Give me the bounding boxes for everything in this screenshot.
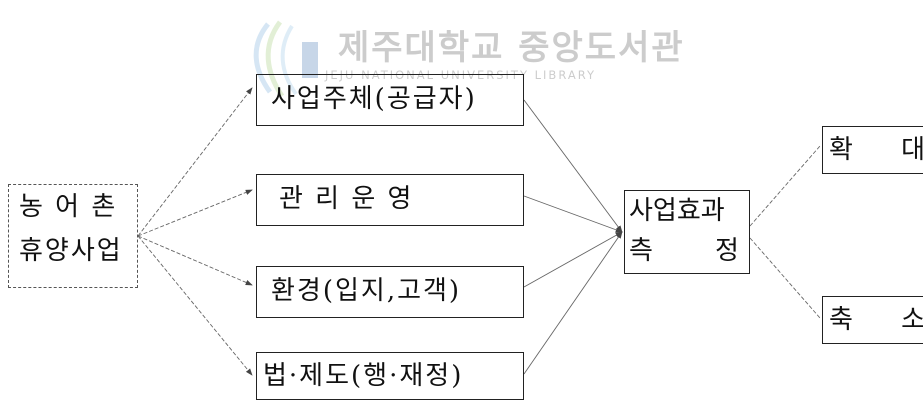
link-measure-expand [749,145,821,227]
outcome-node-expand: 확 대 [822,126,923,174]
factor-label-environment: 환경(입지,고객) [271,276,462,306]
outcome-label-shrink: 축 소 [829,305,923,335]
measure-node-business-effect: 사업효과 측 정 [624,190,750,274]
link-root-factor-4 [137,235,253,376]
root-node-line-2: 휴양사업 [19,236,123,266]
link-factor-3-measure [523,231,623,288]
outcome-label-expand: 확 대 [829,135,923,165]
measure-line-2: 측 정 [629,238,749,264]
factor-label-legal-system: 법·제도(행·재정) [263,361,464,391]
link-root-factor-1 [137,87,253,237]
root-node-line-1: 농 어 촌 [19,192,118,222]
factor-node-legal-system: 법·제도(행·재정) [256,352,524,400]
factor-label-business-entity: 사업주체(공급자) [271,84,477,114]
factor-node-management: 관 리 운 영 [256,174,524,226]
measure-line-2-right: 정 [715,236,739,266]
root-node-rural-tourism: 농 어 촌 휴양사업 [8,184,138,288]
outcome-node-shrink: 축 소 [822,296,923,344]
factor-node-business-entity: 사업주체(공급자) [256,74,524,126]
link-measure-shrink [749,237,821,319]
measure-line-1: 사업효과 [629,196,725,226]
factor-label-management: 관 리 운 영 [279,184,414,214]
link-factor-4-measure [523,231,623,375]
link-root-factor-3 [137,235,253,286]
link-factor-2-measure [523,195,623,233]
measure-line-2-left: 측 [629,236,653,266]
link-root-factor-2 [137,189,253,237]
factor-node-environment: 환경(입지,고객) [256,266,524,318]
link-factor-1-measure [523,99,623,233]
